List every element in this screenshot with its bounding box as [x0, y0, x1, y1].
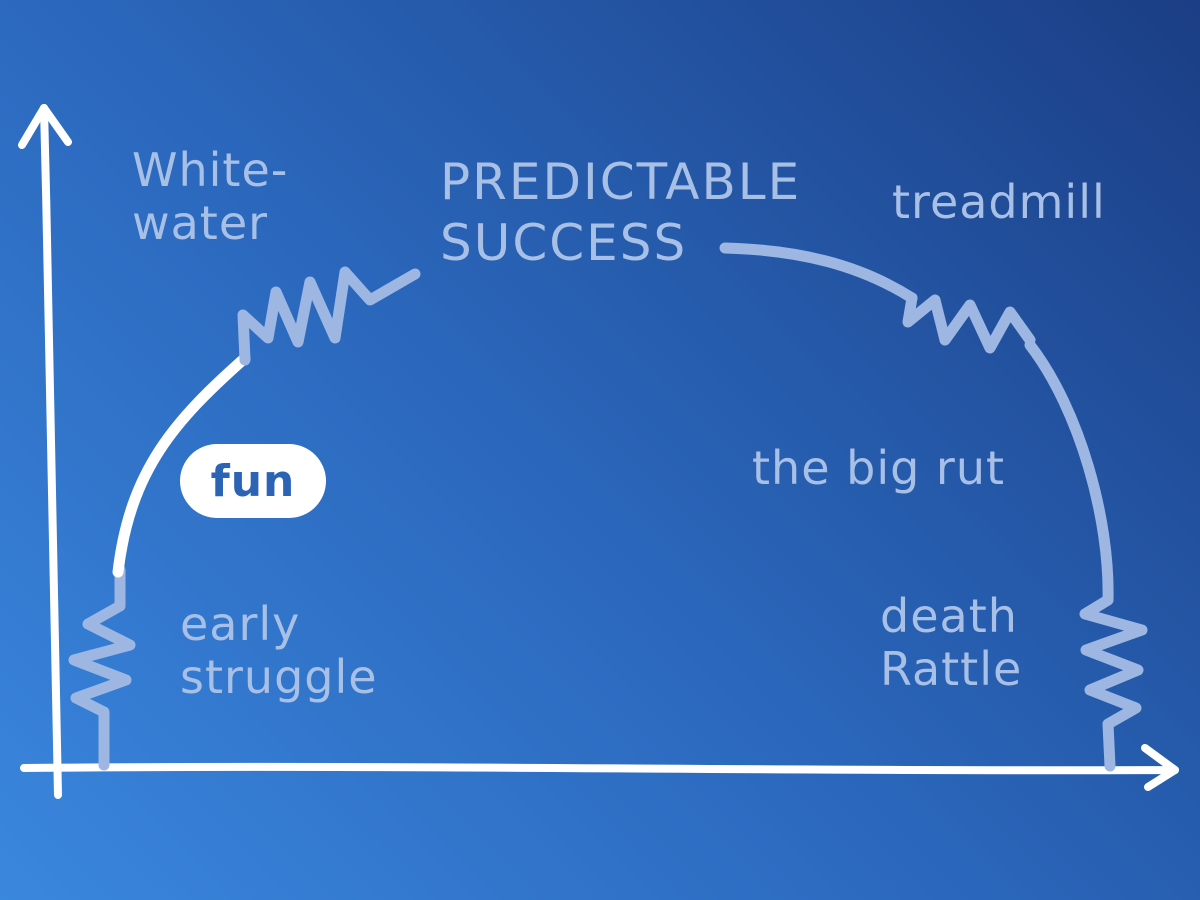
- fun-label: fun: [210, 455, 296, 507]
- whitewater-line-1: White-: [132, 143, 289, 197]
- predictable-success-curve: [719, 242, 918, 304]
- predictable-success-label: PREDICTABLE SUCCESS: [440, 152, 801, 274]
- whitewater-label: White- water: [132, 144, 288, 250]
- early-struggle-label: early struggle: [180, 598, 378, 704]
- big-rut-label: the big rut: [752, 441, 1006, 495]
- death-rattle-line-2: Rattle: [880, 641, 1023, 696]
- death-rattle-line-1: death: [880, 589, 1018, 643]
- whitewater-zigzag: [237, 266, 421, 366]
- predictable-success-line-2: SUCCESS: [440, 214, 688, 272]
- treadmill-zigzag: [902, 292, 1036, 354]
- y-axis-arrowhead: [18, 104, 72, 149]
- early-struggle-line-1: early: [180, 597, 301, 651]
- death-rattle-label: death Rattle: [880, 590, 1022, 696]
- big-rut-curve: [1024, 339, 1114, 606]
- whitewater-line-2: water: [132, 195, 269, 250]
- fun-badge: fun: [180, 444, 326, 518]
- predictable-success-line-1: PREDICTABLE: [440, 153, 802, 211]
- death-rattle-zigzag: [1079, 594, 1148, 772]
- y-axis: [40, 104, 62, 799]
- x-axis-arrowhead: [1141, 744, 1179, 791]
- treadmill-label: treadmill: [892, 175, 1106, 229]
- early-struggle-line-2: struggle: [180, 649, 378, 704]
- x-axis: [20, 762, 1179, 775]
- early-struggle-zigzag: [68, 564, 136, 771]
- fun-growth-curve: [112, 352, 251, 578]
